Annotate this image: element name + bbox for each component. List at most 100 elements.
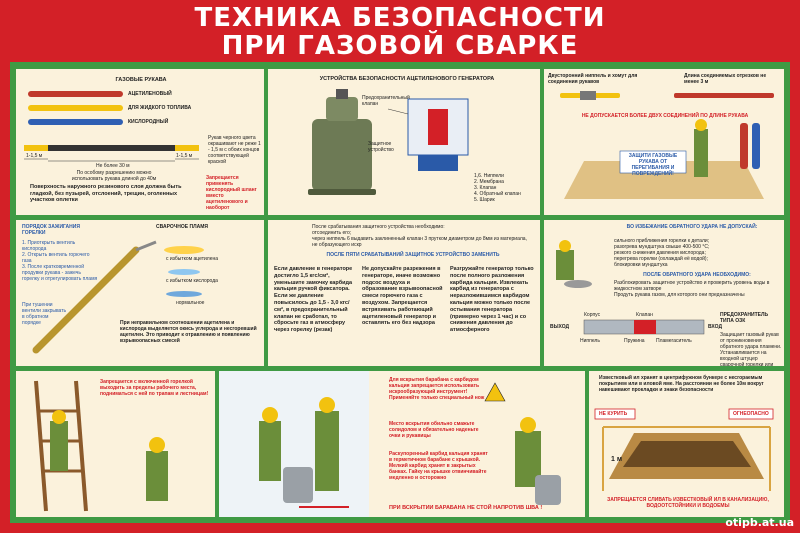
replace-after-five: ПОСЛЕ ПЯТИ СРАБАТЫВАНИЙ ЗАЩИТНОЕ УСТРОЙС… bbox=[326, 252, 500, 258]
nipple bbox=[580, 91, 596, 100]
standing-worker bbox=[146, 451, 168, 501]
worker bbox=[694, 129, 708, 177]
pressure-column-2: Не допускайте разрежения в генераторе, и… bbox=[362, 266, 443, 327]
kneeling-worker bbox=[259, 421, 281, 481]
lime-storage-text: Известковый ил хранят в центрифужном бун… bbox=[599, 375, 764, 393]
ignition-step-1: 1. Приоткрыть вентиль кислорода bbox=[22, 240, 76, 252]
device-base bbox=[418, 155, 458, 171]
pressure-column-3: Разгружайте генератор только после полно… bbox=[450, 266, 534, 334]
backfire-item-1: сильного приближения горелки к детали; bbox=[614, 238, 710, 244]
hose-end-mark-left bbox=[24, 145, 48, 151]
backfire-heading: ВО ИЗБЕЖАНИЕ ОБРАТНОГО УДАРА НЕ ДОПУСКАЙ… bbox=[626, 224, 758, 230]
backfire-illustration bbox=[556, 240, 705, 335]
panel-gas-hoses: ГАЗОВЫЕ РУКАВА АЦЕТИЛЕНОВЫЙ ДЛЯ ЖИДКОГО … bbox=[16, 69, 264, 215]
label-entrance: ВХОД bbox=[708, 324, 723, 330]
flammable-text: ОГНЕОПАСНО bbox=[733, 411, 769, 417]
oxygen-hose bbox=[28, 119, 123, 125]
generator-base bbox=[308, 189, 376, 195]
connections-illustration bbox=[560, 91, 774, 199]
panel-carbide-drum: Для вскрытия барабана с карбидом кальция… bbox=[219, 371, 585, 517]
panel-grid: ГАЗОВЫЕ РУКАВА АЦЕТИЛЕНОВЫЙ ДЛЯ ЖИДКОГО … bbox=[10, 62, 790, 523]
backfire-list: сильного приближения горелки к детали; р… bbox=[614, 238, 780, 268]
carbide-storage-note: Раскупоренный карбид кальция хранят в ге… bbox=[389, 451, 488, 481]
ignition-step-3: 3. После кратковременной продувки рукава… bbox=[22, 264, 98, 282]
generator-illustration bbox=[308, 89, 469, 195]
torch-tip bbox=[135, 240, 157, 252]
panel-lime-pit: Известковый ил хранят в центрифужном бун… bbox=[589, 371, 784, 517]
ladder-illustration bbox=[34, 380, 168, 512]
protect-sign bbox=[619, 150, 687, 174]
dim-label-total: Не более 30 м bbox=[96, 163, 130, 169]
no-smoking-text: НЕ КУРИТЬ bbox=[599, 411, 628, 417]
ladder-rail-right bbox=[74, 380, 88, 512]
dim-label-1: 1-1,5 м bbox=[26, 153, 43, 159]
hoses-heading: ГАЗОВЫЕ РУКАВА bbox=[115, 77, 167, 83]
hoses-illustration bbox=[24, 91, 199, 162]
carbide-grease-note: Место вскрытия обильно смажьте солидолом… bbox=[389, 421, 479, 439]
after-backfire-heading: ПОСЛЕ ОБРАТНОГО УДАРА НЕОБХОДИМО: bbox=[643, 272, 751, 278]
label-exit: ВЫХОД bbox=[550, 324, 570, 330]
label-valve: Клапан bbox=[636, 312, 653, 318]
worker-with-can-helmet bbox=[520, 417, 536, 433]
flame-label-1: с избытком ацетилена bbox=[166, 256, 219, 262]
label-spring: Пружина bbox=[624, 338, 645, 344]
panel-backfire: ВО ИЗБЕЖАНИЕ ОБРАТНОГО УДАРА НЕ ДОПУСКАЙ… bbox=[544, 220, 784, 366]
flame-acetylene-excess bbox=[164, 246, 204, 254]
flammable-sign bbox=[728, 408, 774, 420]
kneeling-worker-helmet bbox=[262, 407, 278, 423]
flame-heading: СВАРОЧНОЕ ПЛАМЯ bbox=[156, 224, 208, 230]
standing-worker-helmet bbox=[149, 437, 165, 453]
watermark: otipb.at.ua bbox=[725, 516, 794, 529]
panel-generator: УСТРОЙСТВА БЕЗОПАСНОСТИ АЦЕТИЛЕНОВОГО ГЕ… bbox=[268, 69, 540, 215]
backfire-item-5: блокировки мундштука bbox=[614, 262, 668, 268]
page-title: ТЕХНИКА БЕЗОПАСНОСТИ ПРИ ГАЗОВОЙ СВАРКЕ bbox=[0, 0, 800, 62]
connections-warning: НЕ ДОПУСКАЕТСЯ БОЛЕЕ ДВУХ СОЕДИНЕНИЙ ПО … bbox=[581, 113, 749, 119]
drum-seam-warning: ПРИ ВСКРЫТИИ БАРАБАНА НЕ СТОЙ НАПРОТИВ Ш… bbox=[389, 505, 543, 511]
nipple-label: Двусторонний ниппель и хомут для соедине… bbox=[548, 73, 638, 85]
pressure-column-1: Если давление в генераторе достигло 1,5 … bbox=[274, 266, 353, 334]
black-hose bbox=[24, 145, 199, 151]
after-backfire-list: Разблокировать защитное устройство и про… bbox=[614, 280, 780, 298]
acetylene-cylinder bbox=[740, 123, 748, 169]
backfire-item-3: резкого снижения давления кислорода; bbox=[614, 250, 706, 256]
ignition-steps: 1. Приоткрыть вентиль кислорода 2. Откры… bbox=[22, 240, 98, 282]
fuse-text: Защищает газовый рукав от проникновения … bbox=[720, 332, 782, 366]
device-leader bbox=[387, 108, 409, 115]
extinguish-order: При тушении вентили закрывать в обратном… bbox=[22, 302, 67, 326]
generator-heading: УСТРОЙСТВА БЕЗОПАСНОСТИ АЦЕТИЛЕНОВОГО ГЕ… bbox=[319, 76, 495, 82]
flame-label-2: с избытком кислорода bbox=[166, 278, 218, 284]
after-trigger-text: После срабатывания защитного устройства … bbox=[312, 224, 532, 248]
part-5: 5. Шарик bbox=[474, 197, 495, 203]
floor bbox=[564, 161, 764, 199]
flame-label-3: нормальное bbox=[176, 300, 205, 306]
title-line-2: ПРИ ГАЗОВОЙ СВАРКЕ bbox=[221, 31, 579, 61]
label-acetylene: АЦЕТИЛЕНОВЫЙ bbox=[128, 91, 172, 97]
hose-color-note: Рукав черного цвета окрашивают не реже 1… bbox=[208, 135, 261, 165]
drain-prohibition: ЗАПРЕЩАЕТСЯ СЛИВАТЬ ИЗВЕСТКОВЫЙ ИЛ В КАН… bbox=[607, 497, 769, 509]
protect-hoses-sign: ЗАЩИТИ ГАЗОВЫЕ РУКАВА ОТ ПЕРЕГИБАНИЯ И П… bbox=[628, 153, 678, 177]
label-body: Корпус bbox=[584, 312, 601, 318]
no-smoking-sign bbox=[594, 408, 636, 420]
ignition-step-2: 2. Открыть вентиль горючего газа bbox=[22, 252, 90, 264]
special-permission-note: По особому разрешению можно использовать… bbox=[71, 170, 157, 182]
after-trigger-heading: После срабатывания защитного устройства … bbox=[312, 224, 445, 230]
ladder-warning: Запрещается с включенной горелкой выходи… bbox=[100, 379, 209, 397]
panel-ignition: ПОРЯДОК ЗАЖИГАНИЯ ГОРЕЛКИ 1. Приоткрыть … bbox=[16, 220, 264, 366]
label-safety-valve: Предохранительный клапан bbox=[362, 95, 410, 107]
ladder-rail-left bbox=[34, 380, 48, 512]
label-flame-arrester: Пламегаситель bbox=[656, 338, 692, 344]
label-nipple: Ниппель bbox=[580, 338, 600, 344]
welder-figure bbox=[556, 250, 574, 280]
part-1: 1,6. Ниппели bbox=[474, 173, 504, 179]
climbing-worker bbox=[50, 421, 68, 471]
carbide-drum bbox=[283, 467, 313, 503]
supervisor-helmet bbox=[319, 397, 335, 413]
backfire-item-2: разогрева мундштука свыше 400-500 °С; bbox=[614, 244, 710, 250]
carbide-tool-warning: Для вскрытия барабана с карбидом кальция… bbox=[389, 377, 485, 401]
hose-end-mark-right bbox=[175, 145, 199, 151]
torch-handle bbox=[32, 246, 140, 354]
torch-illustration bbox=[32, 240, 204, 354]
flame-normal bbox=[166, 291, 202, 297]
acetylene-hose bbox=[28, 91, 123, 97]
